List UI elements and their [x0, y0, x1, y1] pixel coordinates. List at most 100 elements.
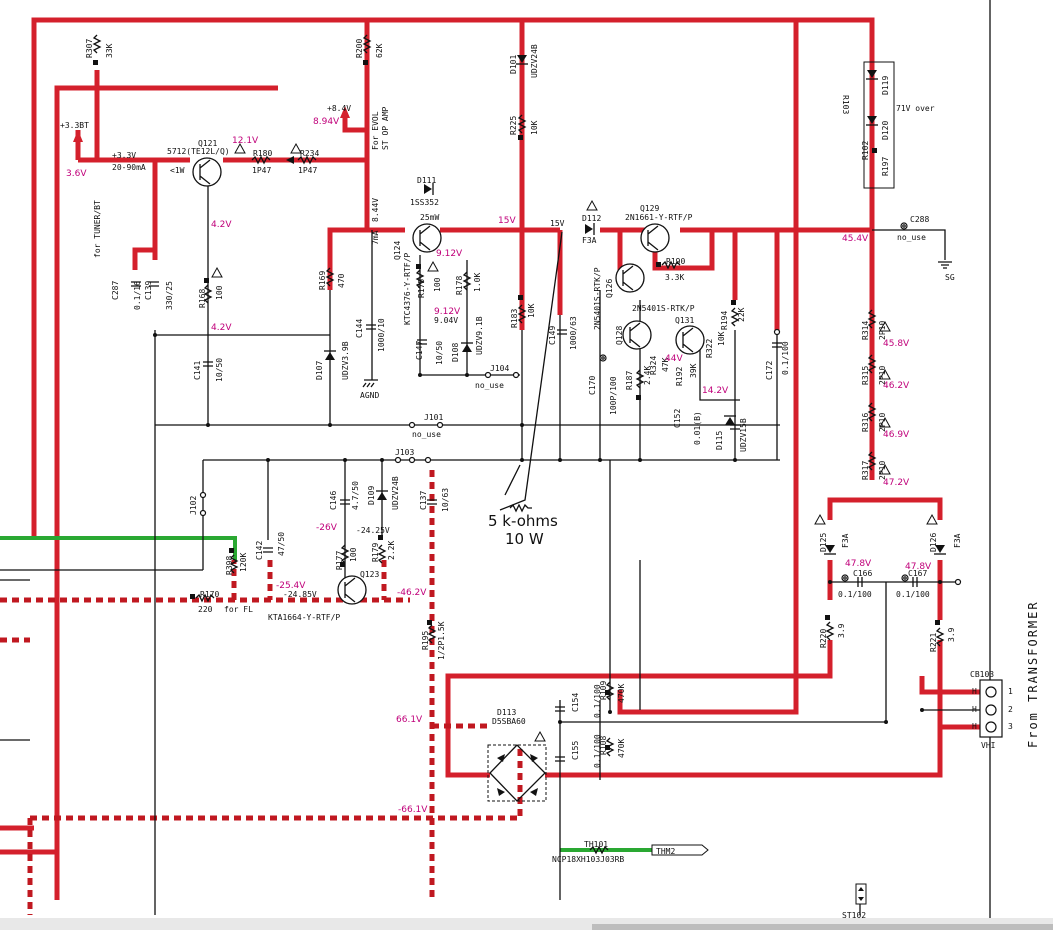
- pin-h2: H: [972, 705, 977, 714]
- value-D112: F3A: [582, 236, 597, 245]
- value-C154: 0.1/100: [593, 684, 602, 718]
- net-p33: +3.3V: [112, 151, 136, 160]
- value-R190: 3.3K: [665, 273, 684, 282]
- value-D101: UDZV24B: [530, 44, 539, 78]
- value-R175: 100: [433, 277, 442, 292]
- label-C141: C141: [193, 361, 202, 380]
- value-C147: 10/50: [435, 341, 444, 365]
- label-D125: D125: [819, 533, 828, 552]
- value-CB103: VHI: [981, 741, 996, 750]
- label-R314: R314: [861, 321, 870, 340]
- label-R192: R192: [675, 367, 684, 386]
- value-D108: UDZV9.1B: [475, 316, 484, 355]
- label-C139: C139: [144, 281, 153, 300]
- volt-15a: 15V: [498, 216, 516, 226]
- label-D108: D108: [451, 343, 460, 362]
- value-C152: 0.01(B): [693, 411, 702, 445]
- label-C144: C144: [355, 319, 364, 338]
- label-J103: J103: [395, 448, 414, 457]
- value-R169: 470: [337, 273, 346, 288]
- volt-46-9: 46.9V: [883, 430, 910, 440]
- note-J104: no_use: [475, 381, 504, 390]
- value-C141: 10/50: [215, 358, 224, 382]
- value-R221: 3.9: [947, 627, 956, 642]
- label-R183: R183: [510, 309, 519, 328]
- label-D109: D109: [367, 486, 376, 505]
- value-D113: D5SBA60: [492, 717, 526, 726]
- volt-m25-4: -25.4V: [276, 581, 306, 591]
- black-15v: 15V: [550, 219, 565, 228]
- value-R314: 2P10: [878, 321, 887, 340]
- label-R197: R197: [881, 157, 890, 176]
- value-R170: 220: [198, 605, 213, 614]
- label-C154: C154: [571, 693, 580, 712]
- volt-47-2: 47.2V: [883, 478, 910, 488]
- label-C152: C152: [673, 409, 682, 428]
- black-8-44: 8.44V: [371, 198, 380, 222]
- label-ST102: ST102: [842, 911, 866, 920]
- value-C287: 0.1/16: [133, 281, 142, 310]
- label-TH101: TH101: [584, 840, 608, 849]
- value-R225: 10K: [530, 120, 539, 135]
- volt-44: 44V: [665, 354, 683, 364]
- net-evol: For EVOL: [371, 111, 380, 150]
- label-R190: R190: [666, 257, 685, 266]
- value-C142: 47/50: [277, 532, 286, 556]
- label-C287: C287: [111, 281, 120, 300]
- volt-47-8b: 47.8V: [905, 562, 932, 572]
- label-J102: J102: [189, 496, 198, 515]
- note-C288: no_use: [897, 233, 926, 242]
- value-R178: 1.0K: [473, 273, 482, 292]
- pin-2: 2: [1008, 705, 1013, 714]
- value-R179: 2.2K: [387, 541, 396, 560]
- label-C155: C155: [571, 741, 580, 760]
- value-Q128: 2N5401S-RTK/P: [632, 304, 695, 313]
- value-C144: 1000/10: [377, 318, 386, 352]
- label-C170: C170: [588, 376, 597, 395]
- pin-h1: H: [972, 687, 977, 696]
- net-p33bt: +3.3BT: [60, 121, 89, 130]
- label-D101: D101: [509, 55, 518, 74]
- label-R180: R180: [253, 149, 272, 158]
- label-Q123: Q123: [360, 570, 379, 579]
- value-D125: F3A: [841, 533, 850, 548]
- label-C149: C149: [548, 326, 557, 345]
- value-R307: 33K: [105, 43, 114, 58]
- volt-46-2: 46.2V: [883, 381, 910, 391]
- value-R183: 10K: [527, 303, 536, 318]
- label-Q121: Q121: [198, 139, 217, 148]
- label-D107: D107: [315, 361, 324, 380]
- pin-h3: H: [972, 722, 977, 731]
- value-Q129: 2N1661-Y-RTF/P: [625, 213, 693, 222]
- label-R168: R168: [198, 289, 207, 308]
- pin-1: 1: [1008, 687, 1013, 696]
- label-R108: R108: [599, 736, 608, 755]
- value-C146: 4.7/50: [351, 481, 360, 510]
- volt-14-2: 14.2V: [702, 386, 729, 396]
- black-m24-85: -24.85V: [283, 590, 317, 599]
- label-R220: R220: [819, 629, 828, 648]
- note-R170: for FL: [224, 605, 253, 614]
- note-71v: 71V over: [896, 104, 935, 113]
- voltage-readings: 3.6V 12.1V 8.94V 4.2V 4.2V 9.12V 9.12V 1…: [66, 117, 932, 815]
- value-C167: 0.1/100: [896, 590, 930, 599]
- value-R195: 1/2P1.5K: [437, 621, 446, 660]
- black-m24-25: -24.25V: [356, 526, 390, 535]
- label-Q128: Q128: [615, 326, 624, 345]
- volt-m26: -26V: [316, 523, 338, 533]
- label-R324: R324: [649, 356, 658, 375]
- value-Q123: KTA1664-Y-RTF/P: [268, 613, 340, 622]
- value-R398: 120K: [239, 553, 248, 572]
- horizontal-scrollbar-thumb[interactable]: [592, 924, 1053, 930]
- volt-m66-1: -66.1V: [398, 805, 428, 815]
- black-9-04: 9.04V: [434, 316, 458, 325]
- value-D115: UDZV15B: [739, 418, 748, 452]
- volt-4-2b: 4.2V: [211, 323, 232, 333]
- label-R234: R234: [300, 149, 319, 158]
- net-p84: +8.4V: [327, 104, 351, 113]
- volt-47-8a: 47.8V: [845, 559, 872, 569]
- net-stamp: ST OP AMP: [381, 106, 390, 150]
- label-R103: R103: [841, 95, 850, 114]
- label-D113: D113: [497, 708, 516, 717]
